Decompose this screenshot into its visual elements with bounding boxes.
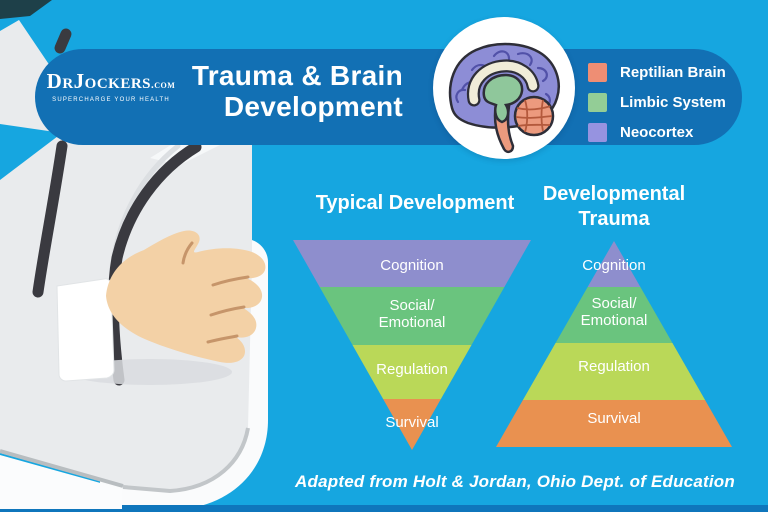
brain-circle [433, 17, 575, 159]
heading-trauma-line2: Trauma [578, 208, 650, 230]
stethoscope-icon [32, 28, 202, 386]
brand-logo: DrJockers.com SUPERCHARGE YOUR HEALTH [46, 70, 176, 103]
coat-corner-edge [122, 427, 250, 494]
pyramid-band-label: Social/ Emotional [312, 297, 512, 331]
pyramid-band-label: Regulation [376, 361, 448, 378]
legend: Reptilian Brain Limbic System Neocortex [588, 57, 726, 147]
logo-domain: .com [151, 79, 176, 91]
legend-item-neocortex: Neocortex [588, 117, 726, 147]
brain-limbic [482, 73, 524, 124]
band-label-line: Social/ [389, 297, 435, 314]
legend-swatch-neocortex [588, 122, 607, 142]
title-line2: Development [223, 91, 403, 122]
legend-label: Neocortex [620, 123, 694, 141]
brain-cerebellum [513, 95, 555, 137]
legend-item-reptilian: Reptilian Brain [588, 57, 726, 87]
heading-trauma-line1: Developmental [542, 183, 686, 205]
legend-swatch-limbic [588, 92, 607, 112]
coat-hem-flap [0, 455, 122, 509]
pyramid-band-label: Survival [587, 410, 641, 427]
band-label-line: Emotional [580, 312, 648, 329]
band-label-line: Social/ [591, 295, 637, 312]
band-label-line: Emotional [378, 314, 446, 331]
pyramid-band-label: Survival [385, 414, 439, 431]
corpus-callosum [469, 61, 538, 105]
pyramid-band-label: Social/ Emotional [514, 295, 714, 329]
pyramid-heading-trauma: Developmental Trauma [519, 182, 709, 232]
hand-creases [181, 241, 250, 344]
right-band-survival [496, 400, 732, 447]
logo-tagline: SUPERCHARGE YOUR HEALTH [52, 97, 170, 103]
left-band-cognition [293, 240, 531, 287]
shirt-cuff [56, 278, 115, 382]
coat-notch [0, 124, 62, 180]
pyramid-band-label: Regulation [578, 358, 650, 375]
logo-brand: DrJockers [46, 69, 152, 93]
legend-swatch-reptilian [588, 62, 607, 82]
coat-hem-line [0, 449, 124, 488]
hand [106, 230, 266, 363]
pyramid-heading-typical: Typical Development [315, 192, 515, 214]
footer-credit: Adapted from Holt & Jordan, Ohio Dept. o… [295, 472, 735, 491]
corner-wedge [0, 0, 52, 19]
brain-icon [448, 42, 560, 154]
legend-label: Reptilian Brain [620, 63, 726, 81]
legend-item-limbic: Limbic System [588, 87, 726, 117]
bottom-strip [0, 505, 768, 512]
title-line1: Trauma & Brain [191, 60, 403, 91]
header-pill [35, 49, 742, 145]
legend-label: Limbic System [620, 93, 726, 111]
doctor-illustration [0, 20, 268, 510]
pyramid-band-label: Cognition [380, 257, 444, 274]
pyramid-band-label: Cognition [582, 257, 646, 274]
infographic-title: Trauma & Brain Development [133, 60, 403, 122]
